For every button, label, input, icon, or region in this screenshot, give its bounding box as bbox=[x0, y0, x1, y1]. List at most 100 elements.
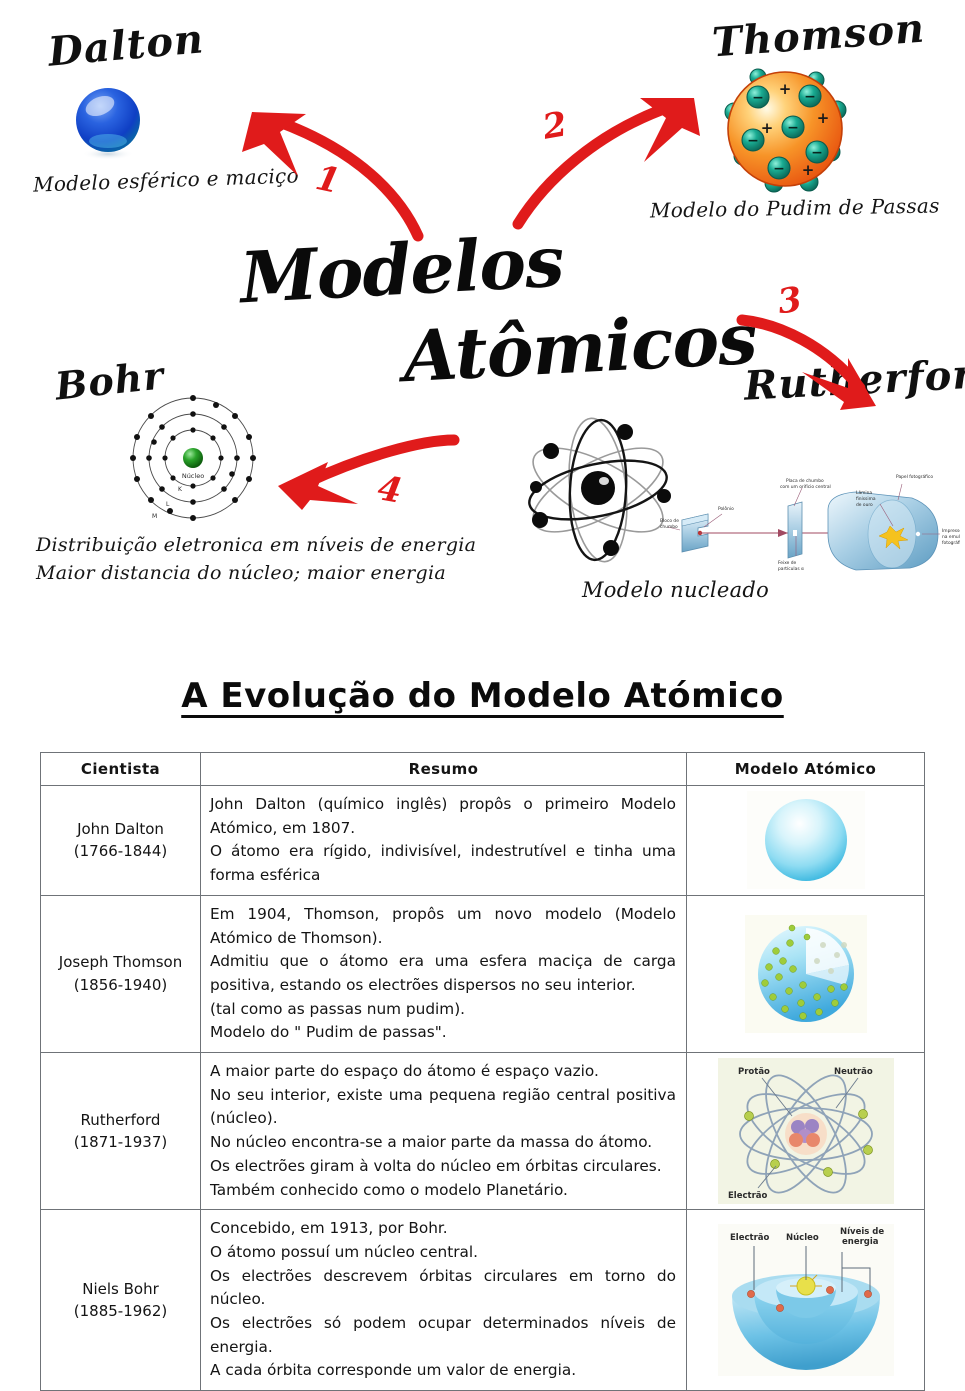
shell-atom-icon: Núcleo K L M bbox=[130, 395, 256, 521]
svg-text:+: + bbox=[779, 80, 792, 98]
summary-line: No seu interior, existe uma pequena regi… bbox=[210, 1085, 676, 1128]
atomic-model-evolution-table: Cientista Resumo Modelo Atómico John Dal… bbox=[40, 752, 925, 1391]
exp-label-alpha-beam-2: partículas α bbox=[778, 565, 804, 572]
svg-text:−: − bbox=[804, 89, 816, 105]
svg-text:+: + bbox=[802, 161, 815, 179]
model-cell: Protão Neutrão Electrão bbox=[686, 1052, 925, 1211]
summary-cell: A maior parte do espaço do átomo é espaç… bbox=[200, 1052, 687, 1211]
summary-line: O átomo possuí um núcleo central. bbox=[210, 1242, 479, 1261]
scientist-dates: (1885-1962) bbox=[73, 1302, 168, 1321]
exp-label-lead-plate: Placa de chumbo bbox=[786, 478, 824, 484]
bohr-caption-line-2: Maior distancia do núcleo; maior energia bbox=[36, 562, 447, 584]
svg-text:−: − bbox=[773, 161, 785, 177]
table-header-row: Cientista Resumo Modelo Atómico bbox=[40, 752, 925, 786]
exp-label-gold-foil-3: de ouro bbox=[856, 502, 873, 508]
table-title: A Evolução do Modelo Atómico bbox=[181, 676, 784, 716]
exp-label-photo-paper: Papel fotográfico bbox=[896, 473, 933, 480]
summary-line: O átomo era rígido, indivisível, indestr… bbox=[210, 842, 676, 885]
bohr-nucleus-label: Núcleo bbox=[182, 472, 204, 480]
svg-text:−: − bbox=[747, 133, 759, 149]
table-row: Rutherford (1871-1937) A maior parte do … bbox=[40, 1052, 925, 1211]
page-title-line-2: Atômicos bbox=[401, 296, 759, 399]
svg-text:−: − bbox=[787, 120, 799, 136]
column-header-summary: Resumo bbox=[200, 752, 687, 786]
summary-line: Modelo do " Pudim de passas". bbox=[210, 1023, 447, 1042]
scientist-name: Rutherford bbox=[80, 1110, 161, 1129]
exp-label-alpha-beam: Feixe de bbox=[778, 560, 797, 566]
model-label-electron: Electrão bbox=[728, 1191, 768, 1201]
scientist-cell: Rutherford (1871-1937) bbox=[40, 1052, 201, 1211]
dalton-solid-sphere-icon bbox=[746, 791, 865, 890]
model-cell bbox=[686, 785, 925, 896]
thomson-plum-pudding-icon bbox=[744, 914, 867, 1033]
scientist-cell: Niels Bohr (1885-1962) bbox=[40, 1209, 201, 1391]
scientist-dates: (1871-1937) bbox=[73, 1133, 168, 1152]
svg-text:−: − bbox=[811, 145, 823, 161]
model-label-proton: Protão bbox=[738, 1067, 770, 1077]
scientist-name: Niels Bohr bbox=[82, 1279, 159, 1298]
summary-line: (tal como as passas num pudim). bbox=[210, 999, 466, 1018]
model-label-electron: Electrão bbox=[730, 1233, 770, 1243]
bohr-energy-levels-icon: Electrão Núcleo Níveis de energia bbox=[717, 1224, 894, 1377]
model-label-nucleus: Núcleo bbox=[786, 1233, 819, 1243]
model-label-energy-levels-2: energia bbox=[842, 1237, 879, 1247]
svg-text:+: + bbox=[817, 109, 830, 127]
arrow-4-to-bohr-icon bbox=[278, 434, 460, 510]
summary-line: Os electrões só podem ocupar determinado… bbox=[210, 1314, 676, 1356]
summary-line: John Dalton (químico inglês) propôs o pr… bbox=[210, 795, 676, 837]
summary-line: A maior parte do espaço do átomo é espaç… bbox=[210, 1062, 599, 1081]
thomson-title: Thomson bbox=[710, 4, 927, 67]
exp-label-impressions: Impressões bbox=[942, 528, 960, 534]
summary-line: Também conhecido como o modelo Planetári… bbox=[210, 1180, 568, 1199]
arrow-1-to-dalton-icon bbox=[242, 112, 424, 242]
model-cell bbox=[686, 894, 925, 1054]
summary-cell: John Dalton (químico inglês) propôs o pr… bbox=[200, 785, 687, 896]
exp-label-lead-block-2: chumbo bbox=[660, 524, 678, 530]
scientist-dates: (1766-1844) bbox=[73, 842, 168, 861]
atomic-models-infographic: Dalton Modelo esférico e maciço Thomson bbox=[0, 0, 965, 655]
blue-sphere-icon bbox=[76, 88, 140, 160]
bohr-shell-label-l: L bbox=[166, 501, 170, 508]
scientist-name: Joseph Thomson bbox=[58, 953, 183, 972]
scientist-cell: John Dalton (1766-1844) bbox=[40, 785, 201, 896]
exp-label-gold-foil-2: finíssima bbox=[856, 495, 876, 502]
model-cell: Electrão Núcleo Níveis de energia bbox=[686, 1209, 925, 1391]
exp-label-gold-foil: Lâmina bbox=[856, 489, 872, 496]
scientist-cell: Joseph Thomson (1856-1940) bbox=[40, 894, 201, 1054]
orange-sphere-with-electrons-icon: −−− −−− ++ ++ bbox=[724, 68, 847, 193]
bohr-shell-label-m: M bbox=[152, 513, 157, 520]
table-row: John Dalton (1766-1844) John Dalton (quí… bbox=[40, 785, 925, 896]
exp-label-impressions-2: na emulsão bbox=[942, 534, 960, 540]
rutherford-planetary-atom-icon: Protão Neutrão Electrão bbox=[717, 1058, 894, 1205]
scientist-name: John Dalton bbox=[77, 819, 164, 838]
exp-label-impressions-3: fotográfica bbox=[942, 539, 960, 546]
svg-text:−: − bbox=[752, 90, 764, 106]
summary-line: Os electrões descrevem órbitas circulare… bbox=[210, 1266, 676, 1309]
summary-line: No núcleo encontra-se a maior parte da m… bbox=[210, 1133, 653, 1152]
arrow-3-to-rutherford-icon bbox=[736, 314, 876, 410]
evolution-table-section: A Evolução do Modelo Atómico Cientista R… bbox=[0, 660, 965, 1391]
summary-line: Admitiu que o átomo era uma esfera maciç… bbox=[210, 952, 676, 994]
page-title: Modelos Atômicos bbox=[225, 220, 758, 403]
gold-foil-experiment-icon: Bloco de chumbo Polônio Placa de chumbo … bbox=[660, 473, 960, 572]
table-row: Niels Bohr (1885-1962) Concebido, em 191… bbox=[40, 1209, 925, 1391]
exp-label-lead-block: Bloco de bbox=[660, 518, 679, 524]
summary-cell: Concebido, em 1913, por Bohr. O átomo po… bbox=[200, 1209, 687, 1391]
summary-line: Os electrões giram à volta do núcleo em … bbox=[210, 1156, 662, 1175]
model-label-neutron: Neutrão bbox=[834, 1067, 873, 1077]
svg-text:+: + bbox=[761, 119, 774, 137]
exp-label-polonium: Polônio bbox=[718, 505, 734, 512]
column-header-model: Modelo Atómico bbox=[686, 752, 925, 786]
orbital-atom-icon bbox=[528, 417, 671, 563]
scientist-dates: (1856-1940) bbox=[73, 975, 168, 994]
dalton-title: Dalton bbox=[46, 15, 206, 76]
arrow-2-to-thomson-icon bbox=[512, 98, 700, 230]
bohr-shell-label-k: K bbox=[178, 486, 183, 493]
column-header-scientist: Cientista bbox=[40, 752, 201, 786]
model-label-energy-levels: Níveis de bbox=[840, 1227, 884, 1237]
summary-line: Em 1904, Thomson, propôs um novo modelo … bbox=[210, 904, 676, 947]
summary-cell: Em 1904, Thomson, propôs um novo modelo … bbox=[200, 894, 687, 1054]
summary-line: A cada órbita corresponde um valor de en… bbox=[210, 1361, 577, 1380]
table-row: Joseph Thomson (1856-1940) Em 1904, Thom… bbox=[40, 894, 925, 1054]
summary-line: Concebido, em 1913, por Bohr. bbox=[210, 1219, 448, 1238]
